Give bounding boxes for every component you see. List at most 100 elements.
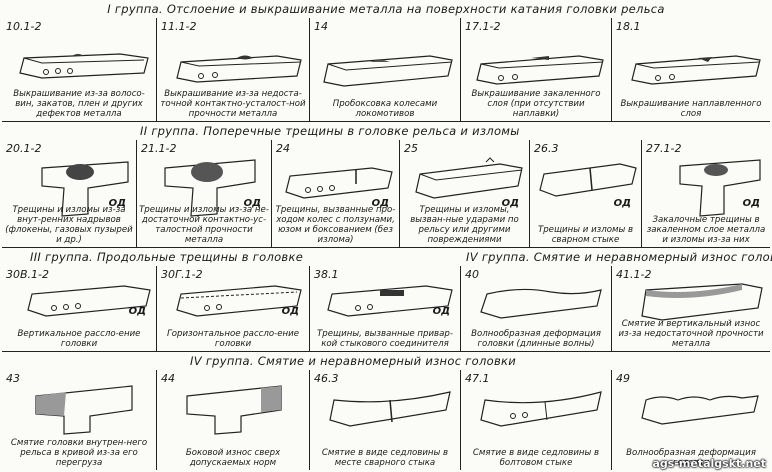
defect-code: 18.1 <box>616 20 641 33</box>
rail-illustration <box>35 385 133 435</box>
defect-cell-43: 43 Смятие головки внутрен-него рельса в … <box>2 370 157 470</box>
rail-illustration <box>19 53 149 79</box>
defect-caption: Горизонтальное рассло-ение головки <box>166 329 300 349</box>
defect-cell-49: 49 Волнообразная деформация головки <box>612 370 770 470</box>
rail-illustration <box>176 285 302 317</box>
od-mark: ОД <box>128 306 146 317</box>
rail-illustration <box>27 285 151 317</box>
defect-code: 38.1 <box>314 268 339 281</box>
rail-illustration <box>480 288 602 319</box>
defect-caption: Закалочные трещины в закаленном слое мет… <box>646 215 766 245</box>
defect-code: 24 <box>276 142 290 155</box>
defect-code: 40 <box>465 268 479 281</box>
defect-code: 11.1-2 <box>161 20 197 33</box>
defect-cell-18: 18.1 Выкрашивание наплавленного слоя <box>612 18 770 122</box>
od-mark: ОД <box>613 198 631 209</box>
od-mark: ОД <box>281 306 299 317</box>
defect-code: 41.1-2 <box>616 268 652 281</box>
defect-code: 49 <box>616 372 630 385</box>
rail-illustration <box>641 283 763 321</box>
group-2-title: II группа. Поперечные трещины в головке … <box>0 124 772 138</box>
rail-illustration <box>480 391 602 427</box>
rail-illustration <box>415 157 523 199</box>
defect-caption: Выкрашивание закаленного слоя (при отсут… <box>471 89 601 119</box>
defect-code: 10.1-2 <box>6 20 42 33</box>
rail-illustration <box>539 163 637 197</box>
defect-cell-38: 38.1 ОД Трещины, вызванные привар-кой ст… <box>310 266 461 352</box>
defect-cell-47: 47.1 Смятие в виде седловины в болтовом … <box>461 370 612 470</box>
defect-code: 14 <box>314 20 328 33</box>
defect-caption: Смятие головки внутрен-него рельса в кри… <box>10 438 148 468</box>
defect-cell-46: 46.3 Смятие в виде седловины в месте сва… <box>310 370 461 470</box>
defect-caption: Трещины и изломы в сварном стыке <box>537 225 634 245</box>
rail-illustration <box>327 285 453 317</box>
defect-code: 47.1 <box>465 372 490 385</box>
group-4-title-text: IV группа. Смятие и неравномерный износ … <box>190 354 517 368</box>
defect-code: 43 <box>6 372 20 385</box>
rail-illustration <box>323 55 453 87</box>
group-2-title-text: II группа. Поперечные трещины в головке … <box>140 124 520 138</box>
defect-caption: Выкрашивание из-за недоста-точной контак… <box>160 89 306 119</box>
defect-caption: Трещины и изломы из-за внут-ренних надры… <box>5 205 133 245</box>
defect-cell-21: 21.1-2 ОД Трещины и изломы из-за не-дост… <box>137 140 272 248</box>
group-1-title: I группа. Отслоение и выкрашивание метал… <box>0 2 772 16</box>
defect-caption: Смятие в виде седловины в болтовом стыке <box>472 448 600 468</box>
group-4-title-upper: IV группа. Смятие и неравномерный износ … <box>466 250 772 264</box>
defect-cell-24: 24 ОД Трещины, вызванные про-ходом колес… <box>272 140 400 248</box>
rail-illustration <box>476 55 604 85</box>
od-mark: ОД <box>243 198 261 209</box>
od-mark: ОД <box>371 198 389 209</box>
defect-caption: Трещины и изломы, вызван-ные ударами по … <box>410 205 519 245</box>
defect-cell-30v: 30В.1-2 ОД Вертикальное рассло-ение голо… <box>2 266 157 352</box>
defect-cell-14: 14 Пробоксовка колесами локомотивов <box>310 18 461 122</box>
od-mark: ОД <box>432 306 450 317</box>
defect-cell-26: 26.3 ОД Трещины и изломы в сварном стыке <box>530 140 642 248</box>
rail-illustration <box>285 167 393 199</box>
defect-cell-41: 41.1-2 Смятие и вертикальный износ из-за… <box>612 266 770 352</box>
od-mark: ОД <box>108 198 126 209</box>
defect-caption: Смятие и вертикальный износ из-за недост… <box>618 319 764 349</box>
defect-caption: Трещины и изломы из-за не-достаточной ко… <box>139 205 269 245</box>
defect-cell-20: 20.1-2 ОД Трещины и изломы из-за внут-ре… <box>2 140 137 248</box>
defect-caption: Вертикальное рассло-ение головки <box>17 329 141 349</box>
defect-code: 46.3 <box>314 372 339 385</box>
defect-cell-11: 11.1-2 Выкрашивание из-за недоста-точной… <box>157 18 310 122</box>
defect-code: 30Г.1-2 <box>161 268 203 281</box>
defect-code: 25 <box>404 142 418 155</box>
defect-caption: Волнообразная деформация головки <box>626 448 756 468</box>
defect-code: 27.1-2 <box>646 142 682 155</box>
defect-caption: Трещины, вызванные привар-кой стыкового … <box>317 329 453 349</box>
defect-caption: Волнообразная деформация головки (длинны… <box>471 329 601 349</box>
od-mark: ОД <box>742 198 760 209</box>
rail-illustration <box>176 55 302 83</box>
rail-illustration <box>631 55 761 85</box>
defect-caption: Смятие в виде седловины в месте сварного… <box>321 448 449 468</box>
defect-caption: Выкрашивание наплавленного слоя <box>620 99 762 119</box>
defect-code: 20.1-2 <box>6 142 42 155</box>
defect-code: 44 <box>161 372 175 385</box>
od-mark: ОД <box>501 198 519 209</box>
group-3-title-text: III группа. Продольные трещины в головке <box>30 250 304 264</box>
defect-cell-17: 17.1-2 Выкрашивание закаленного слоя (пр… <box>461 18 612 122</box>
rail-illustration <box>641 395 759 425</box>
defect-caption: Трещины, вызванные про-ходом колес с пол… <box>275 205 396 245</box>
rail-illustration <box>679 159 761 217</box>
defect-caption: Выкрашивание из-за волосо-вин, закатов, … <box>13 89 145 119</box>
defect-code: 26.3 <box>534 142 559 155</box>
defect-cell-10: 10.1-2 Выкрашивание из-за волосо-вин, за… <box>2 18 157 122</box>
rail-illustration <box>186 385 282 435</box>
defect-cell-40: 40 Волнообразная деформация головки (дли… <box>461 266 612 352</box>
rail-illustration <box>164 159 256 217</box>
defect-cell-25: 25 ОД Трещины и изломы, вызван-ные удара… <box>400 140 530 248</box>
group-4-title: IV группа. Смятие и неравномерный износ … <box>0 354 772 368</box>
rail-illustration <box>41 161 129 217</box>
defect-cell-27: 27.1-2 ОД Закалочные трещины в закаленно… <box>642 140 770 248</box>
watermark-text: ags-metalgskt.net <box>652 457 766 470</box>
defect-caption: Пробоксовка колесами локомотивов <box>332 99 438 119</box>
defect-code: 17.1-2 <box>465 20 501 33</box>
defect-cell-44: 44 Боковой износ сверх допускаемых норм <box>157 370 310 470</box>
group-1-title-text: I группа. Отслоение и выкрашивание метал… <box>107 2 665 16</box>
defect-code: 21.1-2 <box>141 142 177 155</box>
rail-illustration <box>329 391 451 427</box>
